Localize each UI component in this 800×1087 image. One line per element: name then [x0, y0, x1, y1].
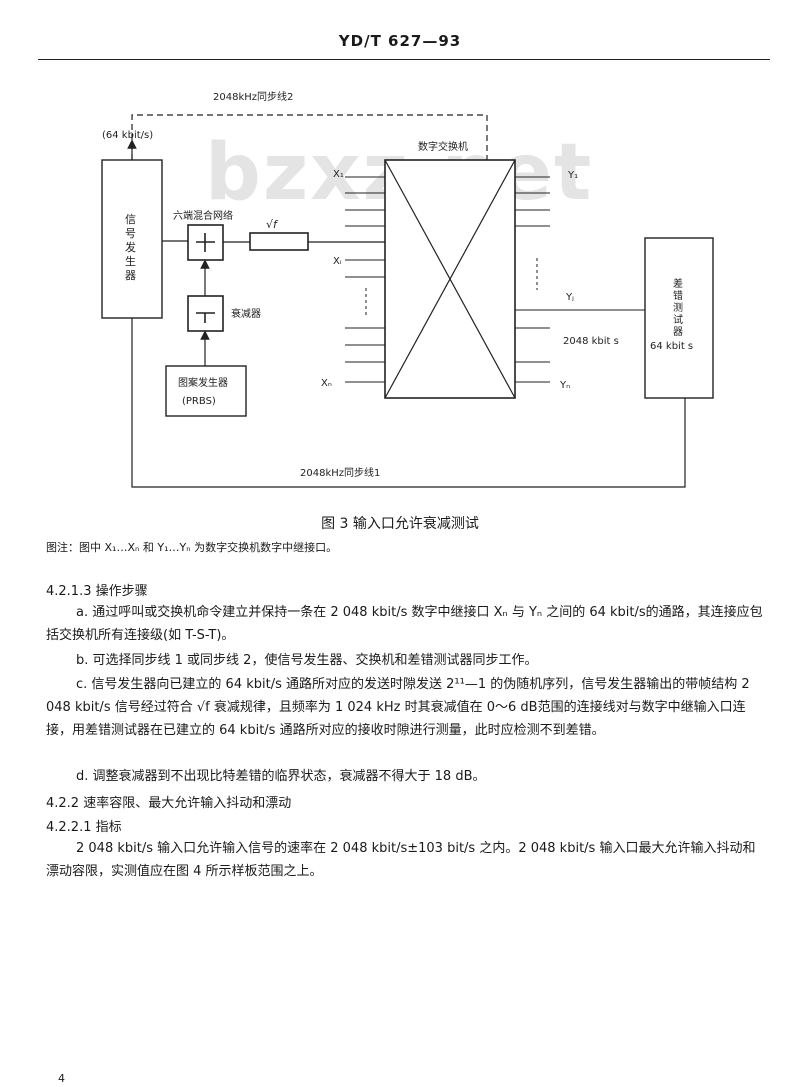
right-ports: [515, 176, 645, 383]
port-xi: Xᵢ: [333, 256, 342, 267]
svg-text:错: 错: [673, 289, 683, 302]
sqrt-f-line-box: [249, 232, 309, 251]
paragraph-4-2-2-1: 2 048 kbit/s 输入口允许输入信号的速率在 2 048 kbit/s±…: [46, 841, 756, 879]
prbs-label: (PRBS): [182, 396, 216, 407]
svg-text:信: 信: [125, 213, 136, 226]
svg-text:器: 器: [125, 269, 136, 282]
rate-label-right: 2048 kbit s: [563, 336, 619, 347]
tester-rate-label: 64 kbit s: [650, 341, 693, 352]
header-rule: [38, 59, 770, 60]
section-4-2-2-1: 4.2.2.1 指标: [46, 820, 122, 835]
port-x1: X₁: [333, 169, 344, 180]
sync-line-1: [131, 318, 686, 488]
page-header: YD/T 627—93: [338, 32, 462, 50]
attenuator-label: 衰减器: [231, 307, 261, 320]
step-a: a. 通过呼叫或交换机命令建立并保持一条在 2 048 kbit/s 数字中继接…: [46, 605, 763, 643]
pattern-generator-label: 图案发生器: [178, 376, 228, 389]
figure-3-diagram: 2048kHz同步线2 2048kHz同步线1 (64 kbit/s) 信 号 …: [101, 90, 714, 488]
hybrid-network-label: 六端混合网络: [173, 209, 233, 222]
signal-generator-box: [101, 159, 163, 319]
error-tester-label: 差 错 测 试 器: [673, 277, 683, 338]
section-4-2-1-3: 4.2.1.3 操作步骤: [46, 584, 148, 599]
sync-line-2-label: 2048kHz同步线2: [213, 90, 293, 103]
error-tester-box: [644, 237, 714, 399]
pattern-generator-box: [165, 365, 247, 417]
sync-line-2: [131, 114, 488, 160]
port-yj: Yⱼ: [565, 292, 574, 303]
step-c: c. 信号发生器向已建立的 64 kbit/s 通路所对应的发送时隙发送 2¹¹…: [46, 677, 750, 738]
left-ports: [345, 176, 385, 383]
svg-text:测: 测: [673, 301, 683, 314]
figure-note: 图注：图中 X₁…Xₙ 和 Y₁…Yₙ 为数字交换机数字中继接口。: [46, 541, 338, 554]
signal-generator-label: 信 号 发 生 器: [125, 213, 136, 282]
port-yn: Yₙ: [559, 380, 570, 391]
svg-text:发: 发: [125, 240, 136, 254]
figure-caption: 图 3 输入口允许衰减测试: [321, 516, 479, 532]
sync-line-1-label: 2048kHz同步线1: [300, 466, 380, 479]
rate-label-top: (64 kbit/s): [102, 130, 153, 141]
page-number: 4: [58, 1072, 65, 1085]
section-4-2-2: 4.2.2 速率容限、最大允许输入抖动和漂动: [46, 796, 292, 811]
svg-text:器: 器: [673, 326, 683, 338]
port-xn: Xₙ: [321, 378, 332, 389]
svg-text:号: 号: [125, 227, 136, 240]
sqrt-f-label: √f: [266, 218, 279, 231]
svg-text:差: 差: [673, 277, 683, 290]
switch-label: 数字交换机: [418, 140, 468, 153]
svg-text:试: 试: [673, 313, 683, 326]
port-y1: Y₁: [567, 170, 578, 181]
svg-text:生: 生: [125, 254, 136, 268]
step-b: b. 可选择同步线 1 或同步线 2，使信号发生器、交换机和差错测试器同步工作。: [76, 653, 538, 668]
step-d: d. 调整衰减器到不出现比特差错的临界状态，衰减器不得大于 18 dB。: [76, 769, 486, 784]
